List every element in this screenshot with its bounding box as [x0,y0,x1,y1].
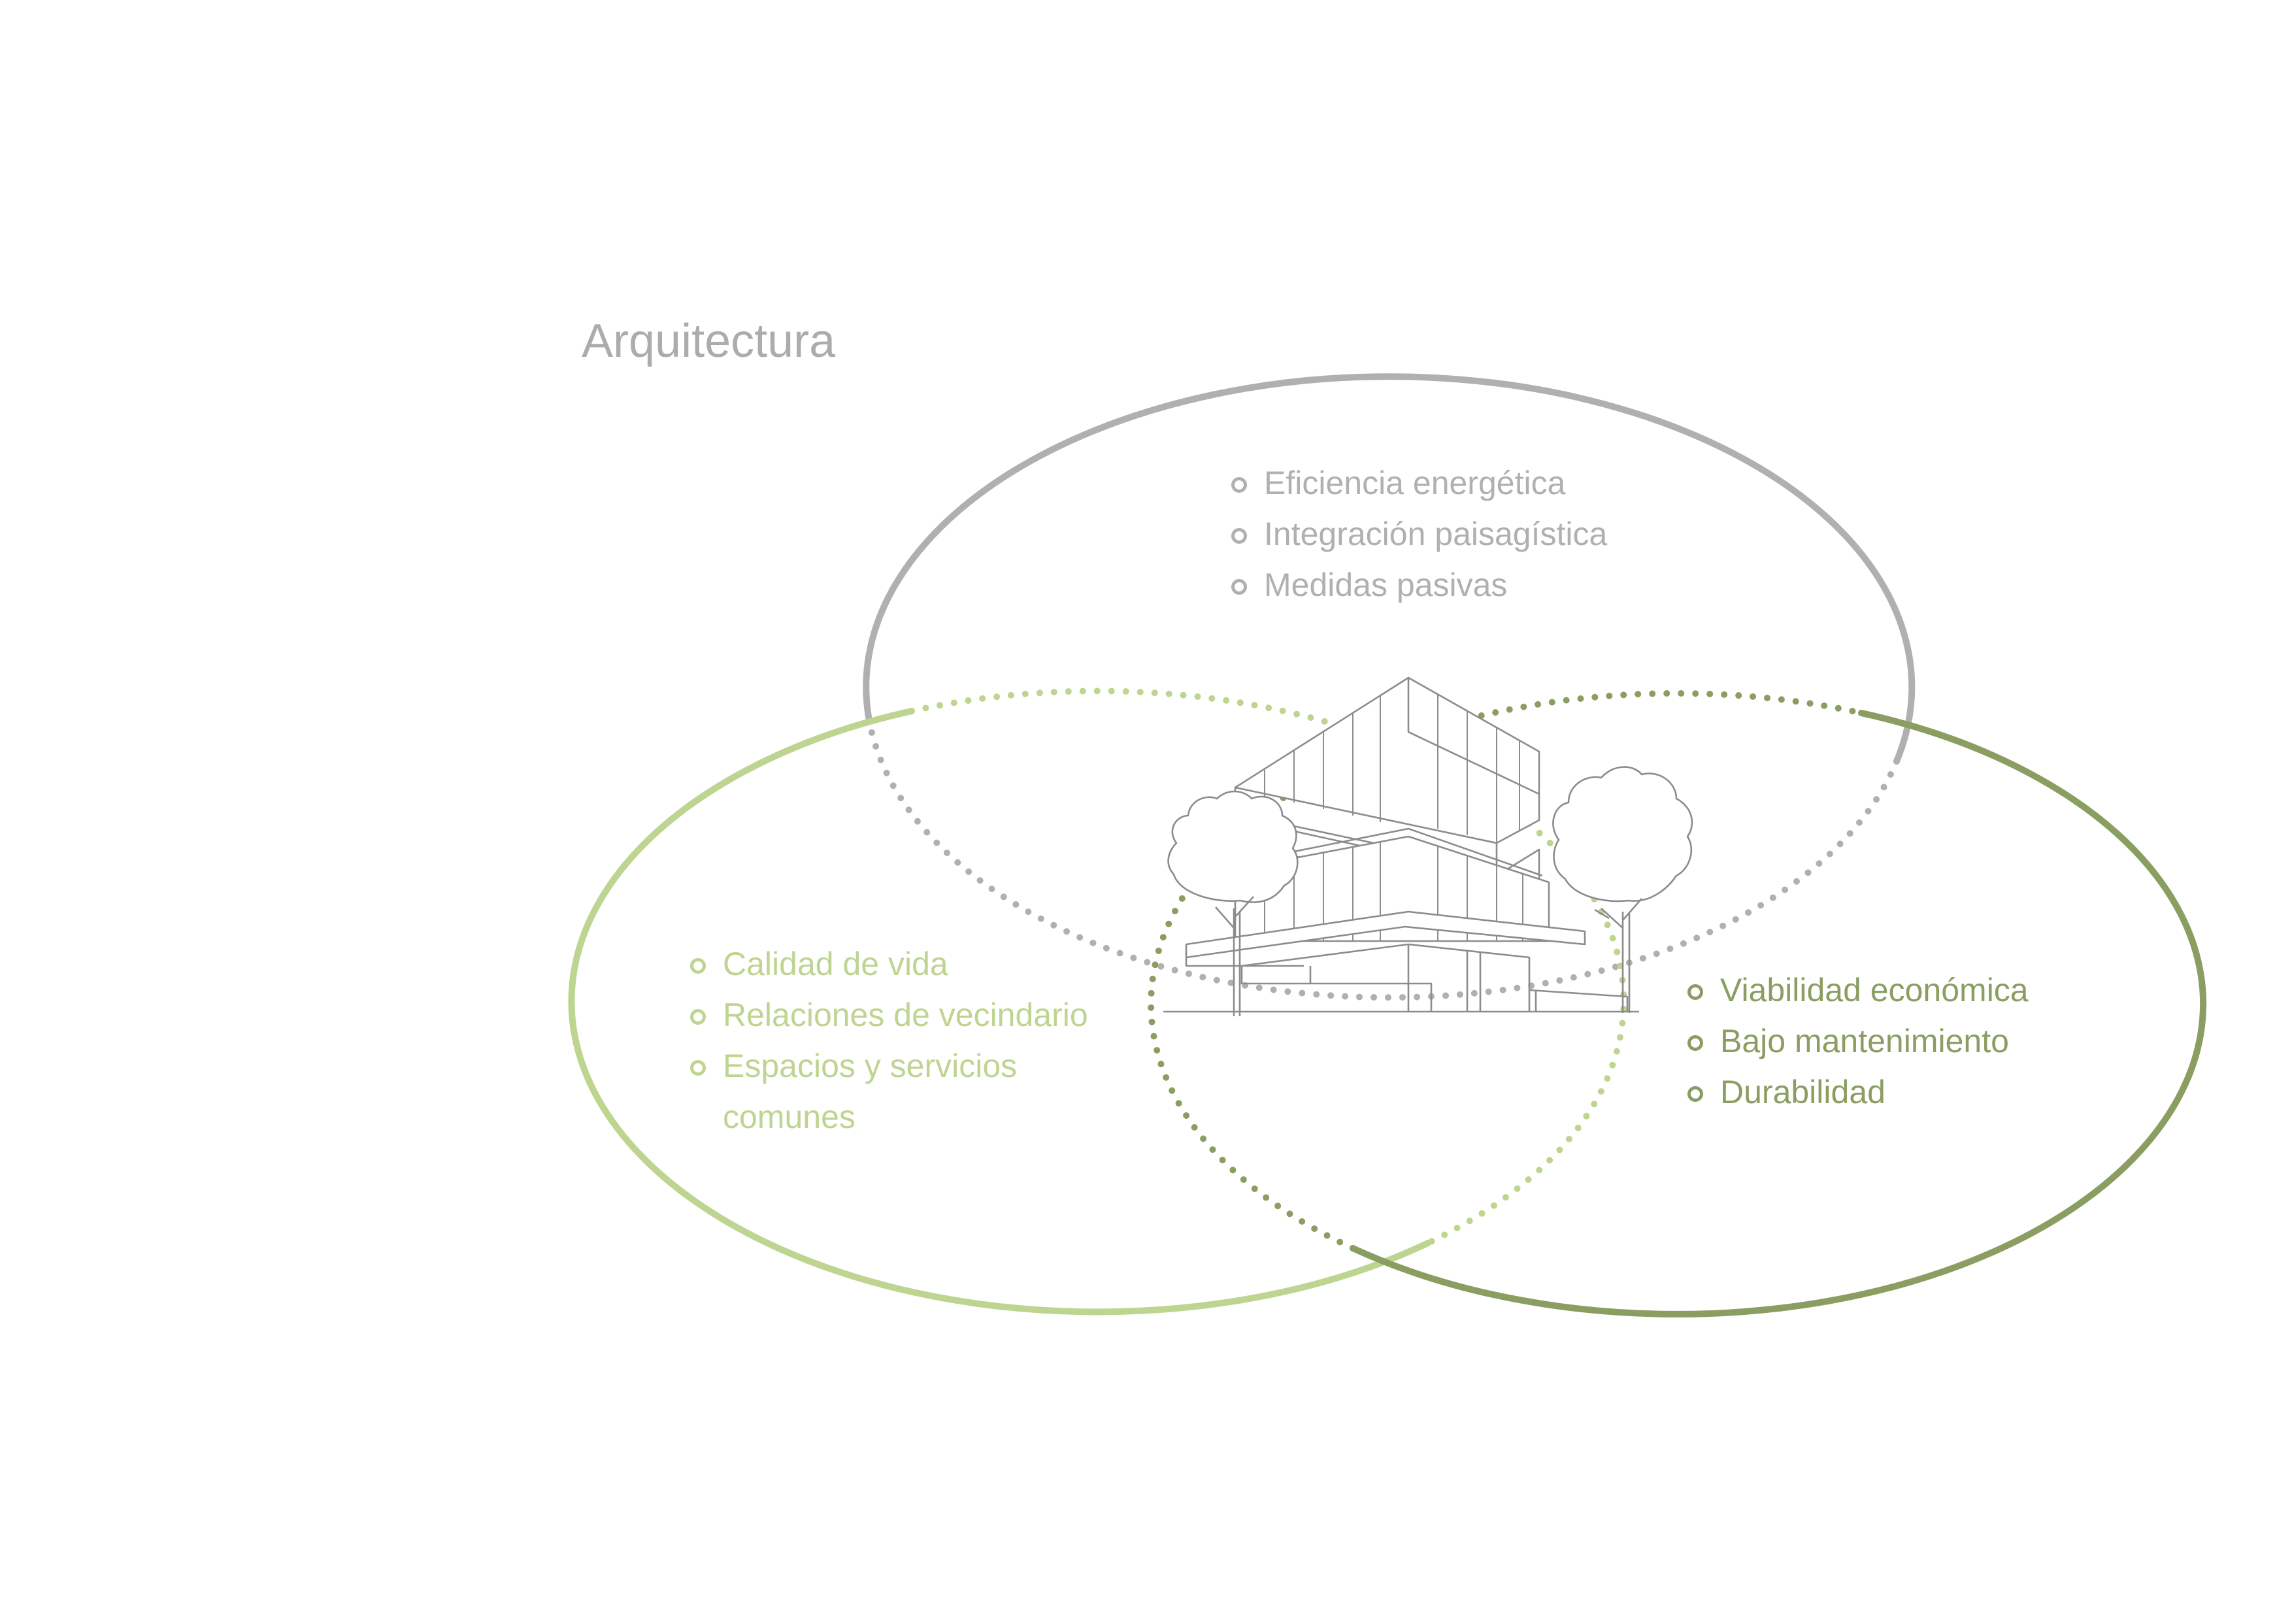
building-drawing [1163,676,1693,1016]
bullet-icon [690,1009,706,1025]
list-item: Integración paisagística [1231,508,1607,559]
bullet-icon [1231,528,1247,544]
architecture-list: Eficiencia energética Integración paisag… [1231,457,1607,610]
economic-ellipse-solid [1350,710,2207,1317]
list-item: Bajo mantenimiento [1687,1016,2029,1067]
bullet-icon [1687,1086,1703,1102]
bullet-icon [1687,984,1703,1000]
bullet-icon [1687,1035,1703,1051]
social-list: Calidad de vida Relaciones de vecindario… [690,938,1088,1142]
list-item: Medidas pasivas [1231,559,1607,610]
list-item: Relaciones de vecindario [690,989,1088,1040]
list-item: Eficiencia energética [1231,457,1607,508]
bullet-icon [690,1060,706,1076]
economic-list: Viabilidad económica Bajo mantenimiento … [1687,965,2029,1118]
list-item: Durabilidad [1687,1067,2029,1118]
list-item: Espacios y servicios comunes [690,1040,1088,1142]
list-item: Viabilidad económica [1687,965,2029,1016]
page-title: Arquitectura [582,315,836,367]
bullet-icon [1231,477,1247,493]
social-ellipse-solid [568,708,1431,1316]
bullet-icon [690,958,706,974]
architecture-ellipse-solid [863,373,1916,765]
list-item: Calidad de vida [690,938,1088,989]
bullet-icon [1231,579,1247,595]
